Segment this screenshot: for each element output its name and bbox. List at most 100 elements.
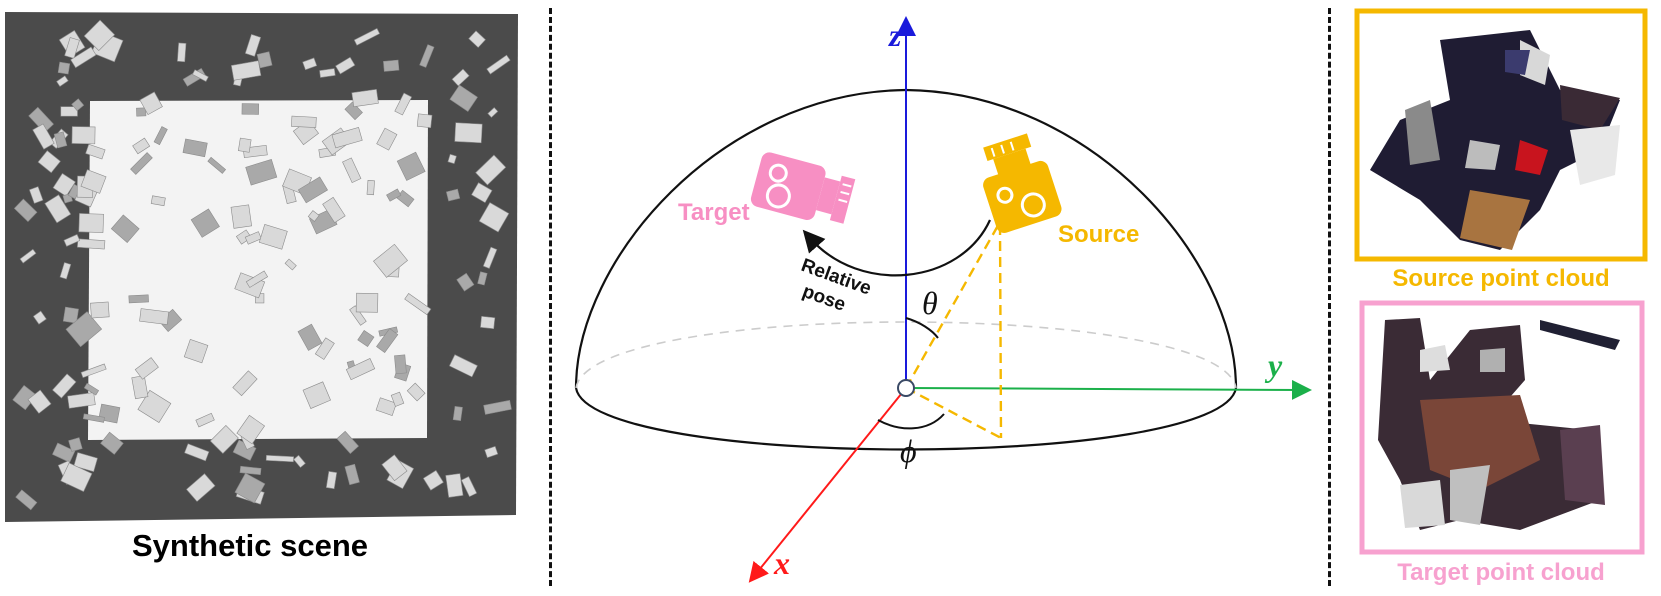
origin-point	[897, 379, 915, 397]
scene-object	[56, 75, 69, 87]
scene-object	[235, 229, 252, 245]
scene-object	[182, 138, 208, 158]
scene-object	[297, 323, 323, 351]
target-camera-icon	[750, 152, 856, 224]
scene-object	[416, 113, 433, 129]
target-cloud-caption: Target point cloud	[1397, 559, 1605, 586]
source-cloud-caption: Source point cloud	[1392, 265, 1609, 292]
scene-object	[342, 157, 362, 183]
scene-object	[13, 198, 38, 222]
scene-object	[71, 98, 85, 112]
scene-object	[422, 470, 444, 491]
scene-object	[239, 465, 262, 476]
source-ground-projection	[905, 386, 1002, 440]
scene-object	[480, 315, 496, 330]
scene-object	[90, 301, 110, 319]
scene-object	[67, 392, 96, 409]
scene-object	[137, 389, 172, 423]
scene-object	[150, 195, 166, 207]
scene-object	[244, 34, 262, 57]
source-vertical-projection	[998, 224, 1003, 439]
scene-object	[258, 224, 288, 250]
scene-object	[134, 357, 159, 380]
scene-object	[28, 106, 54, 134]
scene-object	[373, 243, 408, 278]
scene-object	[64, 37, 80, 59]
scene-object	[445, 473, 464, 498]
scene-object	[71, 126, 96, 145]
scene-object	[381, 454, 408, 482]
scene-object	[394, 92, 413, 116]
scene-object	[195, 412, 215, 428]
scene-object	[131, 375, 149, 400]
hemisphere-back-rim	[575, 321, 1237, 389]
scene-object	[331, 126, 363, 149]
scene-object	[130, 152, 153, 175]
scene-object	[477, 271, 488, 286]
scene-object	[190, 208, 220, 238]
scene-object	[302, 57, 318, 71]
x-axis-label: x	[773, 545, 790, 581]
scene-object	[184, 443, 210, 462]
scene-object	[139, 308, 170, 325]
relative-pose-label: Relative pose	[798, 255, 874, 316]
scene-object	[344, 101, 363, 121]
scene-object	[446, 188, 461, 202]
source-camera-icon	[983, 133, 1062, 233]
scene-object	[376, 127, 398, 151]
scene-object	[483, 399, 512, 415]
scene-object	[37, 150, 61, 174]
hemisphere-diagram: z y x θ ϕ Target Source Relative pose	[550, 0, 1330, 591]
scene-object	[357, 330, 375, 347]
scene-object	[110, 214, 140, 244]
scene-object	[449, 354, 478, 378]
scene-object	[32, 310, 47, 325]
scene-object	[475, 154, 507, 186]
scene-object	[244, 231, 262, 245]
scene-object	[192, 69, 209, 82]
phi-label: ϕ	[900, 433, 917, 469]
scene-object	[183, 338, 209, 364]
source-label: Source	[1058, 221, 1139, 248]
scene-object	[406, 382, 426, 402]
scene-object	[452, 406, 463, 421]
scene-object	[478, 202, 510, 233]
scene-object	[60, 462, 93, 492]
scene-object	[319, 68, 336, 78]
scene-objects	[12, 19, 512, 511]
scene-object	[29, 186, 44, 204]
source-point-cloud-image	[1370, 30, 1620, 250]
scene-object	[27, 389, 52, 414]
synthetic-scene-image	[5, 12, 518, 522]
phi-arc	[877, 413, 945, 430]
scene-object	[366, 180, 375, 196]
scene-object	[15, 489, 38, 511]
relative-pose-arrow	[802, 219, 991, 277]
scene-object	[344, 463, 360, 486]
x-axis	[748, 387, 907, 583]
scene-object	[59, 262, 72, 280]
synthetic-scene-panel: Synthetic scene	[0, 0, 550, 591]
scene-object	[293, 454, 306, 468]
target-label: Target	[678, 199, 750, 226]
scene-object	[487, 107, 499, 118]
scene-object	[284, 258, 297, 271]
scene-object	[68, 437, 83, 452]
scene-object	[100, 431, 124, 455]
scene-object	[57, 61, 71, 75]
scene-object	[83, 382, 100, 396]
synthetic-scene-caption: Synthetic scene	[131, 528, 369, 563]
scene-object	[236, 414, 266, 445]
scene-object	[139, 91, 163, 116]
scene-object	[419, 44, 435, 68]
scene-object	[237, 137, 252, 153]
scene-object	[335, 56, 356, 75]
scene-object	[153, 126, 168, 146]
scene-object	[447, 153, 457, 165]
scene-object	[78, 213, 104, 233]
point-clouds-panel: Source point cloud Target point cloud	[1330, 0, 1661, 591]
scene-object	[44, 194, 72, 224]
scene-object	[230, 204, 252, 229]
scene-object	[230, 60, 262, 81]
right-divider	[1328, 8, 1331, 586]
